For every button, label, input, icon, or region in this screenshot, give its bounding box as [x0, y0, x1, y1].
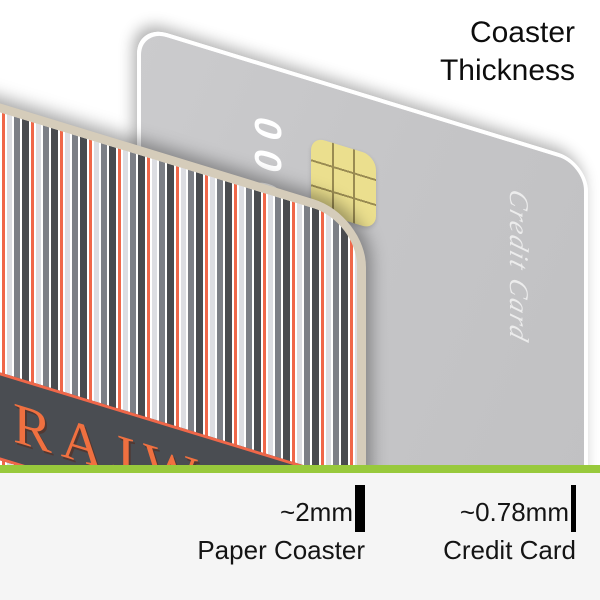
page-title-line2: Thickness: [439, 54, 575, 87]
coaster-thickness-value: ~2mm: [280, 497, 353, 527]
coaster-thickness-bar: [355, 485, 365, 532]
comparison-panel: [0, 473, 600, 600]
green-divider-line: [0, 465, 600, 473]
card-thickness-value: ~0.78mm: [459, 497, 569, 527]
card-side-label: Credit Card: [504, 186, 534, 347]
card-thickness-label: Credit Card: [443, 535, 576, 565]
card-thickness-bar: [571, 485, 576, 532]
page-title-line1: Coaster: [469, 16, 575, 49]
coaster-thickness-label: Paper Coaster: [197, 535, 365, 565]
page-title: Coaster Thickness: [440, 14, 575, 90]
